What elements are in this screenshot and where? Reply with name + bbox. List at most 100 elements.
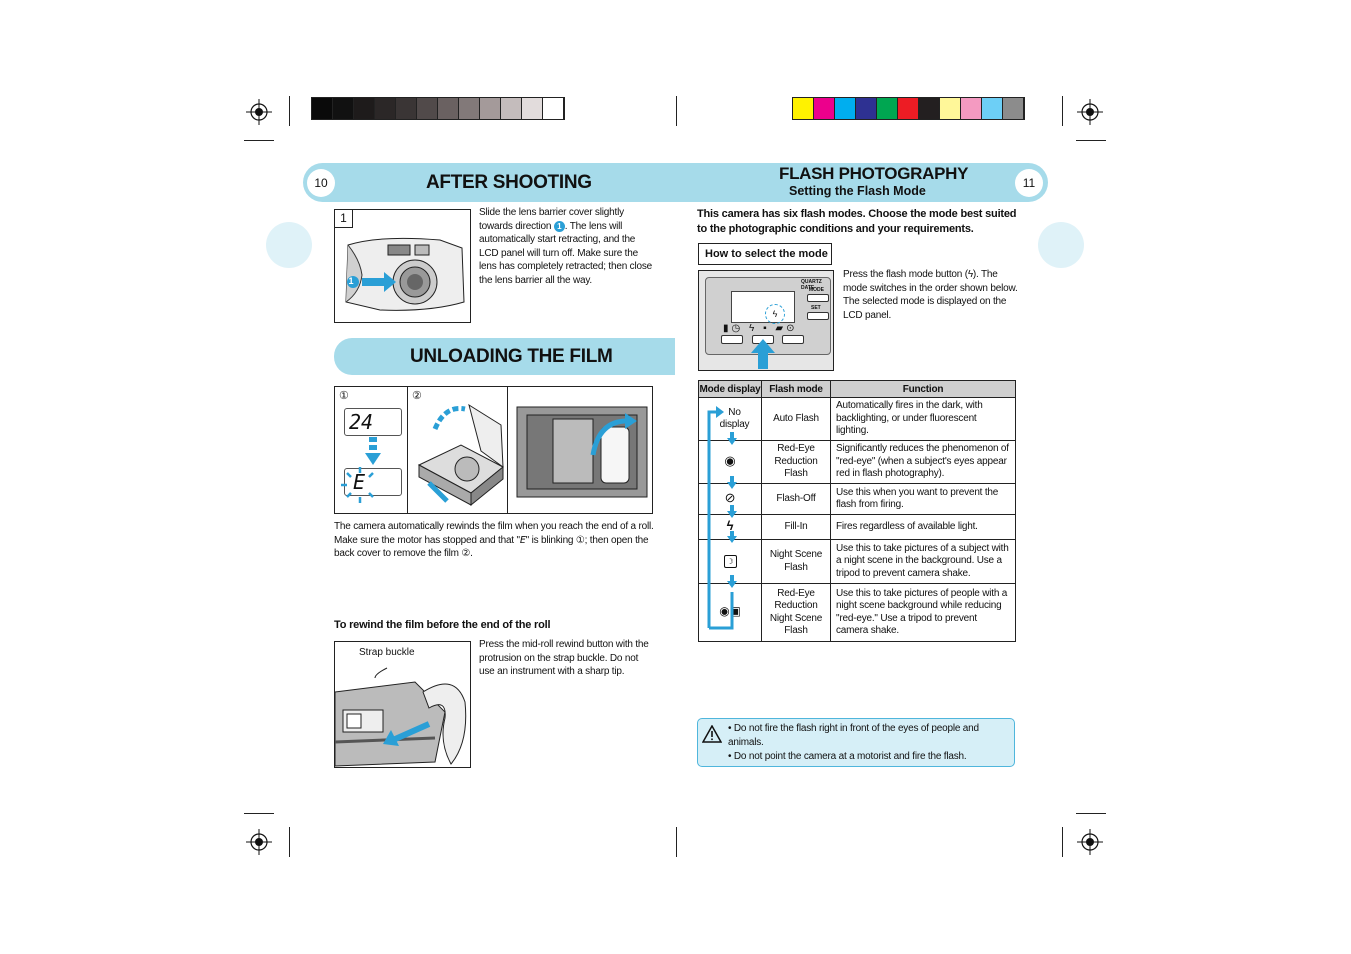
table-header-row: Mode display Flash mode Function bbox=[698, 380, 1016, 398]
howto-text: Press the flash mode button (ϟ). The mod… bbox=[843, 269, 1018, 321]
camera-front-illustration bbox=[345, 237, 465, 311]
color-swatch bbox=[961, 98, 982, 119]
flash-mode-cell: Red-Eye Reduction Flash bbox=[761, 440, 831, 484]
color-swatch bbox=[396, 98, 417, 119]
panel-icons: ▮◷ ϟ ▪ ▰⊙ bbox=[723, 323, 798, 334]
control-panel-figure: QUARTZ DATE MODE SET ϟ ▮◷ ϟ ▪ ▰⊙ bbox=[698, 270, 834, 371]
table-row: ϟ Fill-In Fires regardless of available … bbox=[698, 514, 1016, 540]
camera-back-open-illustration bbox=[417, 403, 504, 507]
function-cell: Significantly reduces the phenomenon of … bbox=[830, 440, 1016, 484]
up-arrow-icon bbox=[751, 339, 775, 369]
color-swatch bbox=[375, 98, 396, 119]
color-swatch bbox=[312, 98, 333, 119]
side-tab-marker bbox=[1038, 222, 1084, 268]
panorama-button bbox=[782, 335, 804, 344]
column-header: Function bbox=[830, 380, 1016, 398]
function-cell: Use this when you want to prevent the fl… bbox=[830, 483, 1016, 515]
color-swatch bbox=[438, 98, 459, 119]
step1-text: Slide the lens barrier cover slightly to… bbox=[479, 207, 653, 286]
rewind-text: Press the mid-roll rewind button with th… bbox=[479, 639, 649, 677]
color-swatch bbox=[354, 98, 375, 119]
registration-mark-icon bbox=[246, 99, 272, 125]
figure-label: Strap buckle bbox=[359, 647, 415, 658]
set-button bbox=[807, 312, 829, 320]
color-swatch bbox=[480, 98, 501, 119]
set-label: SET bbox=[811, 305, 821, 311]
mode-button bbox=[807, 294, 829, 302]
section-title: UNLOADING THE FILM bbox=[410, 346, 613, 367]
color-swatch bbox=[898, 98, 919, 119]
strap-buckle-figure: Strap buckle bbox=[334, 641, 471, 768]
red-eye-icon: ◉ bbox=[724, 452, 736, 468]
color-swatch bbox=[522, 98, 543, 119]
gray-scale-bar bbox=[311, 97, 565, 120]
self-timer-button bbox=[721, 335, 743, 344]
unload-text: The camera automatically rewinds the fil… bbox=[334, 521, 654, 559]
flash-mode-cell: Night Scene Flash bbox=[761, 539, 831, 584]
step-number: 1 bbox=[335, 210, 353, 228]
function-cell: Use this to take pictures of people with… bbox=[830, 583, 1016, 642]
strap-buckle-illustration bbox=[335, 667, 467, 767]
figure-label: ① bbox=[339, 390, 349, 402]
flash-mode-cell: Flash-Off bbox=[761, 483, 831, 515]
function-cell: Use this to take pictures of a subject w… bbox=[830, 539, 1016, 584]
flash-mode-table: Mode display Flash mode Function No disp… bbox=[698, 380, 1016, 642]
warning-item: • Do not point the camera at a motorist … bbox=[728, 751, 967, 762]
color-swatch bbox=[417, 98, 438, 119]
direction-callout: 1 bbox=[348, 276, 354, 286]
lcd-panel bbox=[731, 291, 795, 323]
warning-item: • Do not fire the flash right in front o… bbox=[728, 723, 979, 748]
registration-mark-icon bbox=[246, 829, 272, 855]
blink-rays-icon bbox=[341, 467, 374, 503]
color-swatch bbox=[814, 98, 835, 119]
flash-indicator-icon: ϟ bbox=[765, 304, 785, 324]
color-swatch bbox=[501, 98, 522, 119]
function-cell: Fires regardless of available light. bbox=[830, 514, 1016, 540]
step1-figure: 1 1 bbox=[334, 209, 471, 323]
header-band bbox=[303, 163, 1048, 202]
color-swatch bbox=[835, 98, 856, 119]
column-header: Flash mode bbox=[761, 380, 831, 398]
column-header: Mode display bbox=[698, 380, 762, 398]
howto-label: How to select the mode bbox=[698, 243, 832, 265]
right-page-subtitle: Setting the Flash Mode bbox=[789, 184, 926, 198]
right-page-title: FLASH PHOTOGRAPHY bbox=[779, 164, 969, 183]
color-swatch bbox=[940, 98, 961, 119]
flash-mode-cell: Fill-In bbox=[761, 514, 831, 540]
down-arrow-icon bbox=[365, 437, 381, 465]
mode-label: MODE bbox=[809, 287, 824, 293]
figure-label: ② bbox=[412, 390, 422, 402]
color-swatch bbox=[459, 98, 480, 119]
warning-icon bbox=[702, 725, 722, 743]
color-scale-bar bbox=[792, 97, 1025, 120]
color-swatch bbox=[856, 98, 877, 119]
color-swatch bbox=[543, 98, 564, 119]
color-swatch bbox=[1003, 98, 1024, 119]
flash-intro: This camera has six flash modes. Choose … bbox=[697, 208, 1017, 235]
mode-cycle-arrow-icon bbox=[707, 406, 737, 630]
night-scene-icon: ☽ bbox=[723, 554, 737, 568]
direction-callout: 1 bbox=[553, 220, 565, 232]
warning-box: • Do not fire the flash right in front o… bbox=[697, 718, 1015, 767]
color-swatch bbox=[982, 98, 1003, 119]
left-page-number: 10 bbox=[307, 169, 335, 197]
unload-figure: ① ② 24 E bbox=[334, 386, 653, 514]
color-swatch bbox=[919, 98, 940, 119]
left-page-title: AFTER SHOOTING bbox=[426, 172, 592, 193]
right-page-number: 11 bbox=[1015, 169, 1043, 197]
lcd-counter: 24 bbox=[344, 408, 402, 436]
film-cartridge-illustration bbox=[516, 406, 648, 498]
color-swatch bbox=[793, 98, 814, 119]
registration-mark-icon bbox=[1077, 99, 1103, 125]
color-swatch bbox=[333, 98, 354, 119]
function-cell: Automatically fires in the dark, with ba… bbox=[830, 397, 1016, 441]
red-eye-night-icon: ◉▣ bbox=[719, 604, 741, 619]
fill-in-icon: ϟ bbox=[726, 517, 734, 533]
flash-off-icon: ⊘ bbox=[724, 489, 736, 505]
rewind-subtitle: To rewind the film before the end of the… bbox=[334, 619, 551, 631]
section-band bbox=[334, 338, 675, 375]
flash-mode-cell: Auto Flash bbox=[761, 397, 831, 441]
side-tab-marker bbox=[266, 222, 312, 268]
registration-mark-icon bbox=[1077, 829, 1103, 855]
panel-brand: QUARTZ DATE bbox=[801, 279, 822, 291]
